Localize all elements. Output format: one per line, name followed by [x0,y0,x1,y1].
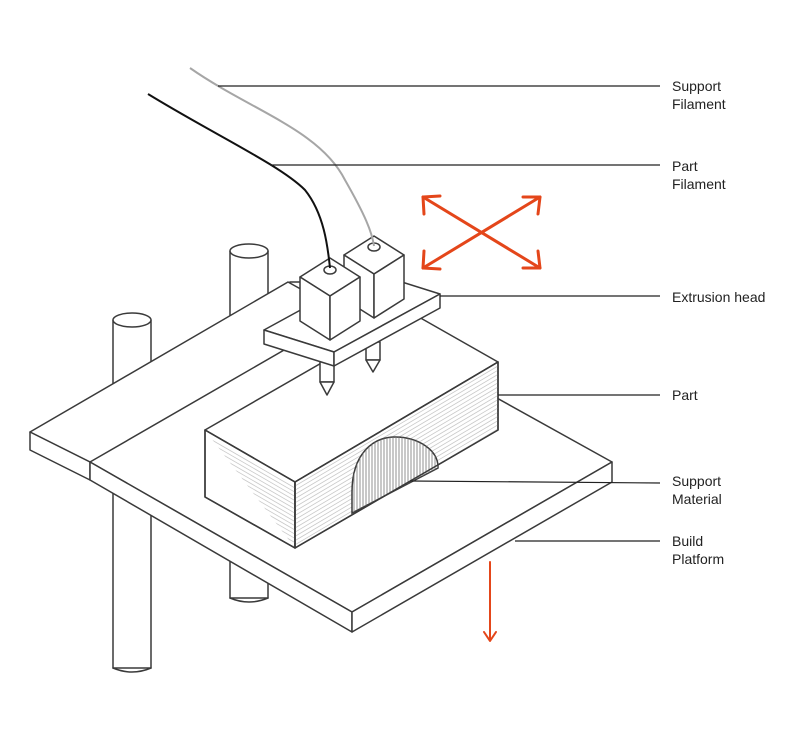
leader-support-material [409,480,661,484]
label-build-platform: Build Platform [672,533,725,567]
extrusion-head [263,235,441,396]
layer-line [295,374,498,495]
xy-motion-arrows-icon [421,194,542,271]
label-support-filament: Support Filament [672,78,726,112]
label-support-material: Support Material [672,473,722,507]
z-motion-arrow-icon [483,561,497,642]
layer-line [205,435,295,489]
front-leg [112,489,152,673]
layer-line [205,439,295,493]
label-part: Part [672,387,698,403]
label-part-filament: Part Filament [672,158,726,192]
label-extrusion-head: Extrusion head [672,289,766,305]
part-outline [204,361,499,549]
layer-line [295,365,498,487]
support-filament [189,67,375,247]
layer-line [295,369,498,491]
part-block [299,257,361,341]
part-filament [147,93,331,269]
